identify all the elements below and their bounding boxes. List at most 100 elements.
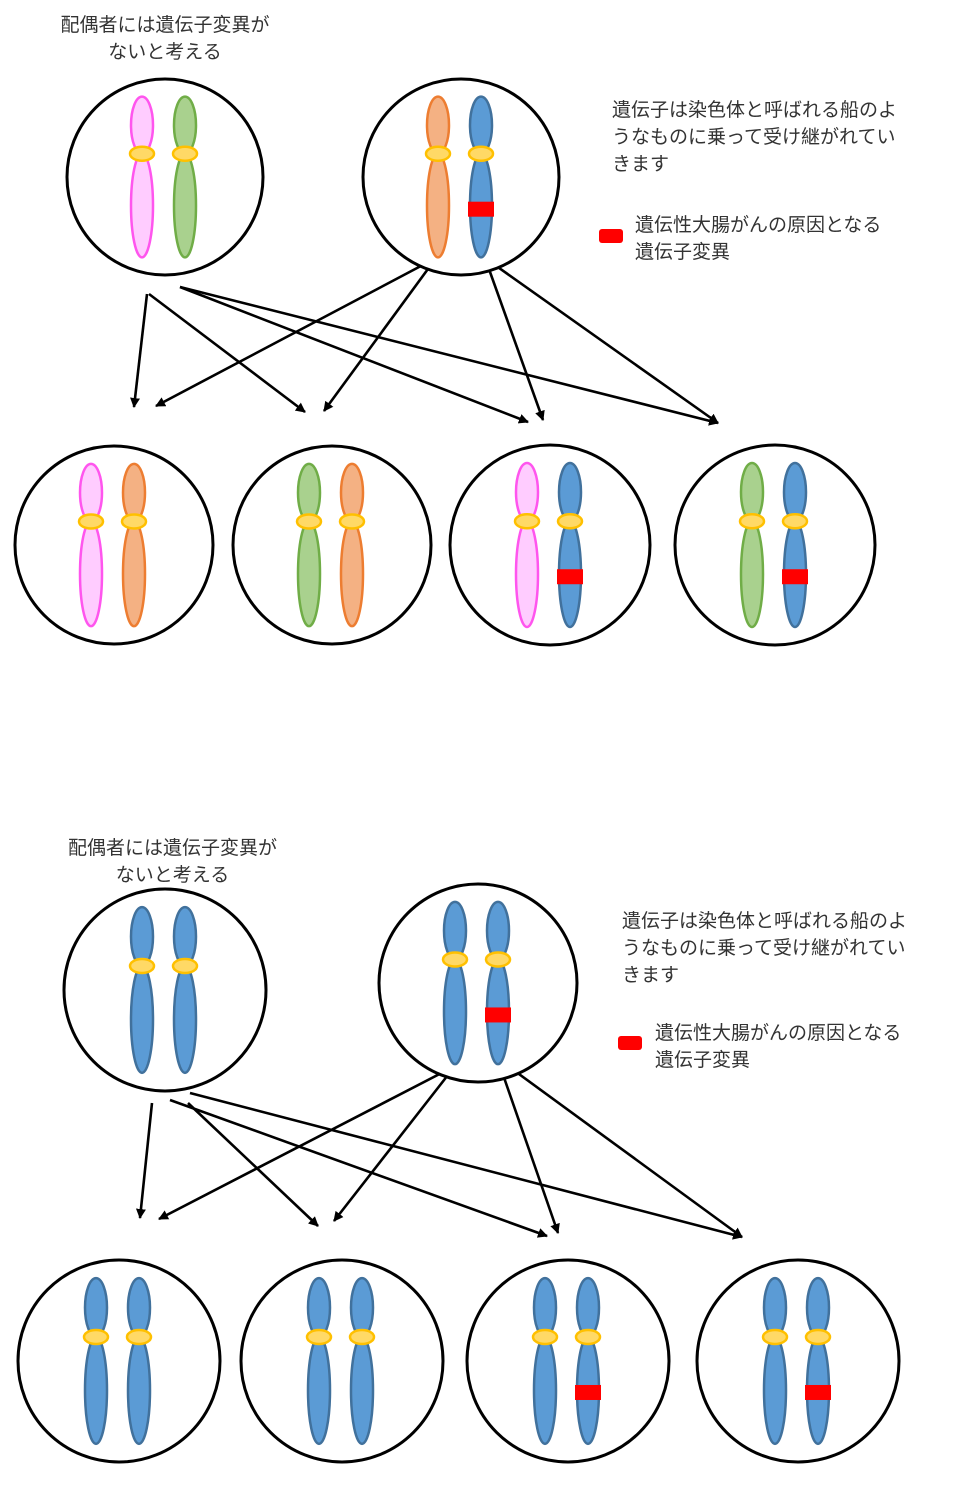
spouse-label-line: ないと考える xyxy=(108,41,222,63)
centromere xyxy=(120,513,148,530)
chromosome-lower-arm xyxy=(306,1335,332,1446)
chromosome-upper-arm xyxy=(485,900,511,961)
mutation-marker xyxy=(485,1007,511,1023)
centromere xyxy=(77,513,105,530)
chromosome-lower-arm xyxy=(83,1335,109,1446)
centromere xyxy=(424,145,452,162)
cell-outline xyxy=(13,444,215,646)
mutation-legend-swatch xyxy=(599,229,623,243)
mutation-marker xyxy=(557,569,583,585)
cell-outline xyxy=(377,882,579,1084)
inheritance-arrow xyxy=(148,292,306,414)
centromere xyxy=(781,512,809,530)
spouse-label: 配偶者には遺伝子変異が ないと考える xyxy=(40,12,290,66)
inheritance-arrow xyxy=(155,256,437,408)
chromosome-lower-arm xyxy=(172,152,198,259)
inheritance-arrow xyxy=(507,1064,743,1239)
explanation-text: 遺伝子は染色体と呼ばれる船のよ うなものに乗って受け継がれてい きます xyxy=(612,97,897,178)
centromere xyxy=(738,512,766,530)
inheritance-arrows xyxy=(130,256,719,426)
mutation-marker xyxy=(468,201,494,217)
inheritance-arrow xyxy=(130,293,149,408)
chromosome-upper-arm xyxy=(425,95,451,155)
cell xyxy=(239,1258,445,1464)
cell xyxy=(16,1258,222,1464)
chromosome-lower-arm xyxy=(172,964,198,1075)
inheritance-arrow xyxy=(332,1065,457,1222)
centromere xyxy=(804,1328,832,1346)
inheritance-arrow xyxy=(179,285,719,426)
explanation-line: 遺伝子は染色体と呼ばれる船のよ xyxy=(612,99,898,121)
cell xyxy=(13,444,215,646)
explanation-line: うなものに乗って受け継がれてい xyxy=(612,126,896,148)
centromere xyxy=(441,951,469,968)
cell xyxy=(448,443,652,647)
cell xyxy=(377,882,579,1084)
inheritance-arrow xyxy=(483,257,545,421)
explanation-line: きます xyxy=(612,153,670,175)
legend-line: 遺伝性大腸がんの原因となる xyxy=(635,214,882,236)
chromosome-upper-arm xyxy=(532,1276,558,1339)
chromosome-upper-arm xyxy=(83,1276,109,1339)
chromosome-upper-arm xyxy=(129,95,155,155)
centromere xyxy=(761,1328,789,1346)
centromere xyxy=(128,145,156,162)
mutation-marker xyxy=(782,569,808,585)
explanation-text: 遺伝子は染色体と呼ばれる船のよ うなものに乗って受け継がれてい きます xyxy=(622,908,907,989)
cell-outline xyxy=(16,1258,222,1464)
cell-outline xyxy=(239,1258,445,1464)
centromere xyxy=(305,1328,333,1346)
inheritance-arrows xyxy=(135,1064,743,1240)
mutation-legend-swatch xyxy=(618,1036,642,1050)
centromere xyxy=(556,512,584,530)
chromosome-upper-arm xyxy=(339,462,365,523)
centromere xyxy=(338,513,366,530)
centromere xyxy=(531,1328,559,1346)
chromosome-lower-arm xyxy=(129,964,155,1075)
inheritance-arrow xyxy=(322,257,438,412)
panel-top xyxy=(13,77,877,647)
chromosome-lower-arm xyxy=(762,1335,788,1446)
centromere xyxy=(82,1328,110,1346)
inheritance-arrow xyxy=(158,1064,456,1221)
chromosome-lower-arm xyxy=(532,1335,558,1446)
cell xyxy=(361,77,561,277)
cell-outline xyxy=(361,77,561,277)
chromosome-lower-arm xyxy=(425,152,451,259)
inheritance-arrow xyxy=(179,285,529,424)
chromosome-lower-arm xyxy=(121,520,147,628)
cell-outline xyxy=(673,443,877,647)
cell-outline xyxy=(465,1258,671,1464)
cell xyxy=(62,887,268,1093)
cell-outline xyxy=(448,443,652,647)
centromere xyxy=(128,957,156,975)
cell-outline xyxy=(62,887,268,1093)
explanation-line: きます xyxy=(622,964,680,986)
chromosome-lower-arm xyxy=(514,519,540,629)
chromosome-upper-arm xyxy=(782,461,808,523)
chromosome-upper-arm xyxy=(442,900,468,961)
chromosome-upper-arm xyxy=(468,95,494,155)
mutation-marker xyxy=(575,1384,601,1400)
chromosome-upper-arm xyxy=(78,462,104,523)
explanation-line: うなものに乗って受け継がれてい xyxy=(622,937,906,959)
centromere xyxy=(513,512,541,530)
legend-text: 遺伝性大腸がんの原因となる 遺伝子変異 xyxy=(635,212,881,266)
centromere xyxy=(125,1328,153,1346)
inheritance-arrow xyxy=(187,1102,319,1227)
cell-outline xyxy=(231,444,433,646)
centromere xyxy=(467,145,495,162)
chromosome-lower-arm xyxy=(339,520,365,628)
chromosome-lower-arm xyxy=(126,1335,152,1446)
centromere xyxy=(171,145,199,162)
chromosome-lower-arm xyxy=(296,520,322,628)
chromosome-upper-arm xyxy=(557,461,583,523)
cell xyxy=(65,77,265,277)
cell xyxy=(695,1258,901,1464)
cell-outline xyxy=(695,1258,901,1464)
chromosome-lower-arm xyxy=(129,152,155,259)
explanation-line: 遺伝子は染色体と呼ばれる船のよ xyxy=(622,910,908,932)
chromosome-lower-arm xyxy=(349,1335,375,1446)
chromosome-upper-arm xyxy=(762,1276,788,1339)
